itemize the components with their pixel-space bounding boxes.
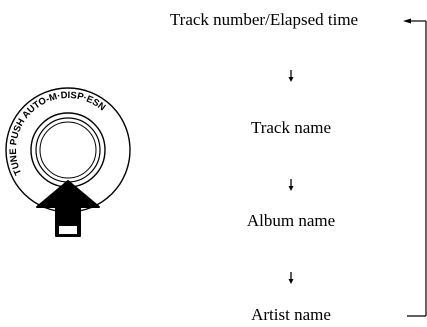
knob-center	[39, 121, 97, 179]
loop-arrowhead-icon	[403, 18, 411, 24]
rotary-push-knob-icon: TUNE PUSH AUTO-M·DISP·ESN	[5, 87, 131, 213]
loop-back-connector	[403, 18, 427, 317]
thick-up-arrow-icon	[36, 180, 100, 237]
arrow-base-highlight	[59, 226, 77, 234]
down-arrow-icon	[288, 70, 294, 82]
down-arrow-icon	[288, 272, 294, 284]
step-artist-name: Artist name	[251, 305, 331, 324]
arrow-body	[36, 180, 100, 237]
step-track-name: Track name	[250, 118, 332, 137]
step-track-number-elapsed-time: Track number/Elapsed time	[169, 10, 359, 29]
down-arrow-icon	[288, 179, 294, 191]
step-album-name: Album name	[246, 211, 336, 230]
